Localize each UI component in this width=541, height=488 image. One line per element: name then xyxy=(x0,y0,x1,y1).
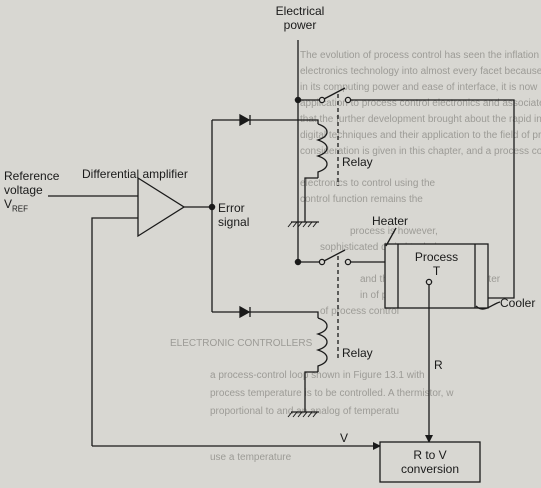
reference-v: V xyxy=(4,197,13,211)
cooler-pointer xyxy=(475,301,501,310)
top-ground-hatch xyxy=(287,221,318,228)
top-relay-return xyxy=(304,177,318,222)
bg-line: electronics technology into almost every… xyxy=(300,66,541,77)
cooler-supply-line xyxy=(350,99,515,299)
error-signal-label: Error signal xyxy=(218,201,249,229)
top-relay-coil xyxy=(315,123,328,178)
bg-line: control function remains the xyxy=(300,194,423,205)
r-to-v-line2: conversion xyxy=(400,462,460,476)
electrical-power-line1: Electrical xyxy=(275,4,325,18)
top-switch-blade xyxy=(323,87,346,100)
process-title: Process xyxy=(414,250,459,264)
top-relay-feed xyxy=(212,119,319,124)
resistance-label: R xyxy=(434,358,443,372)
bg-line: a process-control loop shown in Figure 1… xyxy=(210,370,425,381)
reference-line3: VREF xyxy=(4,197,59,216)
bottom-relay-feed xyxy=(212,311,319,318)
error-line1: Error xyxy=(218,201,245,215)
bottom-diode xyxy=(239,305,251,319)
relay-top-label: Relay xyxy=(342,155,373,169)
bg-line: ELECTRONIC CONTROLLERS xyxy=(170,338,313,349)
bg-line: consideration is given in this chapter, … xyxy=(300,146,541,157)
bg-line: digital techniques and their application… xyxy=(300,130,541,141)
r-to-v-box xyxy=(379,441,481,483)
bg-line: process temperature is to be controlled.… xyxy=(210,388,454,399)
bottom-switch-blade xyxy=(323,249,346,262)
reference-voltage-label: Reference voltage VREF xyxy=(4,169,59,216)
r-to-v-line1: R to V xyxy=(413,448,447,462)
bg-line: The evolution of process control has see… xyxy=(300,50,540,61)
reference-line1: Reference xyxy=(4,169,60,183)
top-switch-contact xyxy=(344,96,352,104)
bottom-relay-coil xyxy=(315,317,328,372)
process-temperature-symbol: T xyxy=(432,264,441,278)
feedback-input-line xyxy=(91,217,138,446)
relay-bottom-label: Relay xyxy=(342,346,373,360)
reference-subscript: REF xyxy=(12,204,29,214)
cooler-label: Cooler xyxy=(500,296,536,310)
reference-line2: voltage xyxy=(4,183,43,197)
power-junction xyxy=(294,258,302,266)
process-box xyxy=(384,243,489,309)
bottom-switch-contact xyxy=(318,258,326,266)
bottom-switch-contact xyxy=(344,258,352,266)
top-switch-contact xyxy=(318,96,326,104)
bg-line: in its computing power and ease of inter… xyxy=(300,82,538,93)
heater-pointer xyxy=(385,227,397,247)
thermistor-point xyxy=(425,278,433,286)
electrical-power-label: Electrical power xyxy=(270,4,330,32)
bg-line: of process control xyxy=(320,306,399,317)
voltage-label: V xyxy=(340,431,349,445)
bg-line: that the further development brought abo… xyxy=(300,114,541,125)
heater-label: Heater xyxy=(372,214,409,228)
process-divider xyxy=(397,244,476,308)
bg-line: use a temperature xyxy=(210,452,292,463)
bottom-relay-return xyxy=(304,371,318,412)
differential-amplifier-symbol xyxy=(137,176,186,238)
error-line2: signal xyxy=(218,215,250,229)
differential-amplifier-label: Differential amplifier xyxy=(82,167,188,181)
bg-line: application to process control electroni… xyxy=(300,98,541,109)
electrical-power-line2: power xyxy=(283,18,317,32)
process-label: Process T xyxy=(398,250,475,278)
r-to-v-label: R to V conversion xyxy=(380,448,480,476)
top-diode xyxy=(239,113,251,127)
bg-line: electronics to control using the xyxy=(300,178,436,189)
bottom-ground-hatch xyxy=(287,411,318,418)
